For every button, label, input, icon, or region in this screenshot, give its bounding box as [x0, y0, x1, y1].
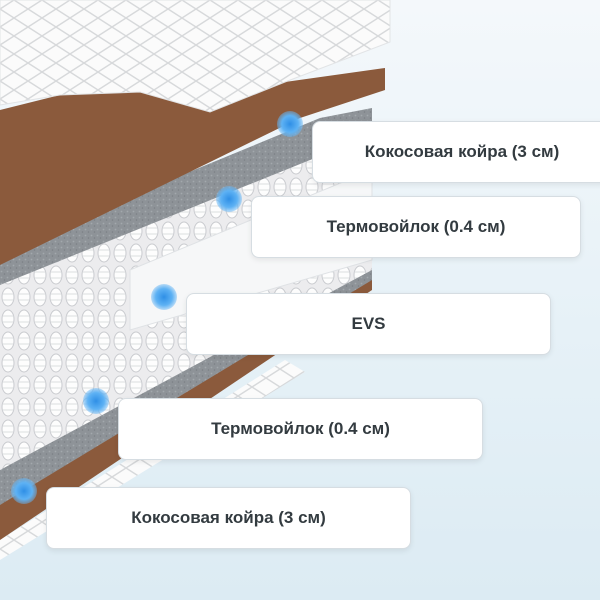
callout-coir-bottom: Кокосовая койра (3 см) [46, 487, 411, 549]
marker-felt-top-icon [216, 186, 242, 212]
callout-felt-top: Термовойлок (0.4 см) [251, 196, 581, 258]
marker-coir-bottom-icon [11, 478, 37, 504]
callout-felt-bottom: Термовойлок (0.4 см) [118, 398, 483, 460]
marker-evs-icon [151, 284, 177, 310]
callout-evs: EVS [186, 293, 551, 355]
callout-coir-top: Кокосовая койра (3 см) [312, 121, 600, 183]
top-felt-layer [0, 108, 372, 285]
marker-coir-top-icon [277, 111, 303, 137]
marker-felt-bottom-icon [83, 388, 109, 414]
top-cover [0, 0, 391, 113]
